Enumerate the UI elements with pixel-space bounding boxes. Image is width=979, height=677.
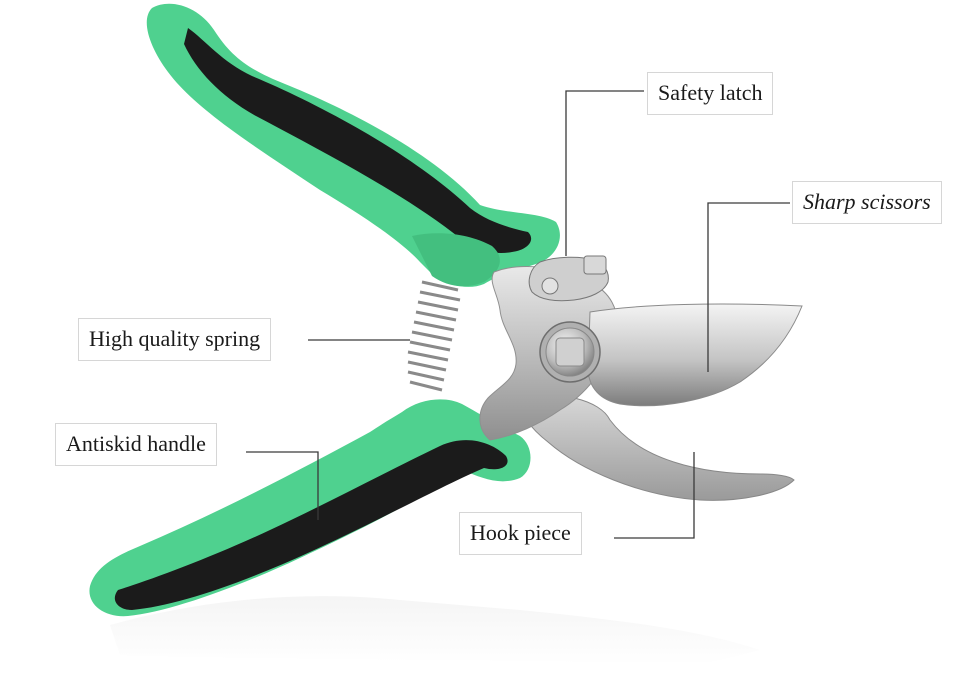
spring-label: High quality spring (78, 318, 272, 361)
hook-piece (519, 394, 795, 501)
safety-latch-label: Safety latch (647, 72, 774, 115)
reflection (110, 596, 760, 665)
steel-body (479, 255, 803, 441)
antiskid-handle-label: Antiskid handle (55, 423, 217, 466)
lower-handle (89, 399, 531, 617)
callout-leaders (246, 90, 790, 539)
upper-handle (146, 3, 560, 287)
hook-piece-label: Hook piece (459, 512, 582, 555)
sharp-scissors-label: Sharp scissors (792, 181, 942, 224)
spring (407, 280, 461, 392)
